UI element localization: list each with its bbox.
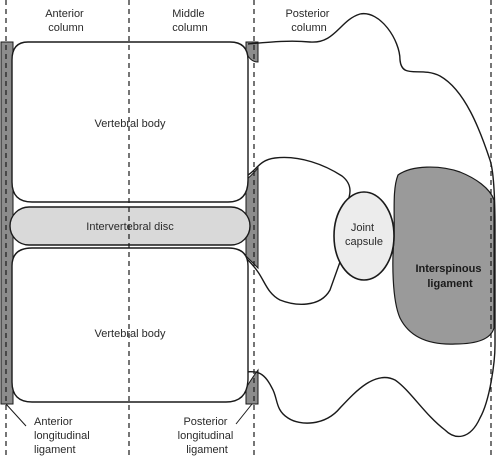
posterior-ligament-line1: Posterior [183,416,227,428]
lower-vertebral-body [11,247,249,403]
upper-vertebral-body [11,41,249,203]
middle-column-line2: column [172,22,207,34]
interspinous-line1: Interspinous [415,263,481,275]
joint-capsule-line1: Joint [351,222,374,234]
posterior-ligament-line3: ligament [186,444,228,456]
posterior-longitudinal-ligament-label: Posterior longitudinal ligament [178,416,237,456]
interspinous-line2: ligament [427,278,473,290]
posterior-column-line1: Posterior [285,8,329,20]
middle-column-line1: Middle [172,8,204,20]
interspinous-ligament-label: Interspinous ligament [415,263,484,290]
anterior-column-header: Anterior column [45,8,87,34]
intervertebral-disc-label: Intervertebral disc [86,221,174,233]
posterior-longitudinal-ligament-middle [245,166,259,270]
interspinous-ligament-region [392,166,495,345]
intervertebral-disc [9,206,251,246]
anterior-longitudinal-ligament-label: Anterior longitudinal ligament [34,416,93,456]
posterior-column-header: Posterior column [285,8,332,34]
anterior-column-line2: column [48,22,83,34]
anterior-ligament-line3: ligament [34,444,76,456]
anterior-ligament-line2: longitudinal [34,430,90,442]
joint-capsule [333,191,395,281]
anterior-column-line1: Anterior [45,8,84,20]
joint-capsule-label: Joint capsule [345,222,383,248]
lower-vertebral-body-label: Vertebral body [95,328,166,340]
posterior-ligament-line2: longitudinal [178,430,234,442]
anterior-ligament-leader [5,403,27,427]
posterior-ligament-leader [235,403,253,425]
anterior-ligament-line1: Anterior [34,416,73,428]
posterior-column-line2: column [291,22,326,34]
middle-column-header: Middle column [172,8,207,34]
joint-capsule-line2: capsule [345,236,383,248]
upper-vertebral-body-label: Vertebral body [95,118,166,130]
posterior-elements-outline [245,13,496,438]
column-dividers [5,0,492,458]
